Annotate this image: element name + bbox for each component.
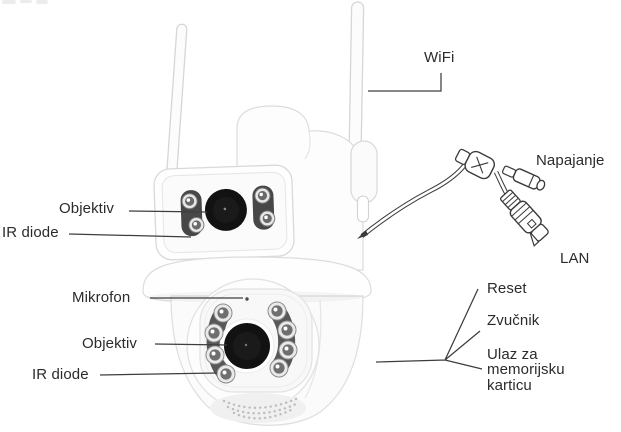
label-reset: Reset — [487, 280, 527, 297]
ptz-ball-camera — [186, 278, 320, 423]
label-ir-diode-bottom: IR diode — [32, 366, 89, 383]
top-ir-leds — [181, 187, 276, 233]
leader-lines — [68, 73, 483, 376]
leader-ir-diode-top — [68, 233, 192, 238]
top-lens — [204, 188, 247, 231]
leader-objektiv-bottom — [154, 343, 228, 346]
bottom-ir-leds — [204, 301, 298, 384]
body-slot — [356, 195, 370, 223]
lan-connector — [499, 189, 549, 247]
antenna-hinge — [350, 140, 378, 204]
label-wifi: WiFi — [424, 49, 455, 66]
label-ir-diode-top: IR diode — [2, 224, 59, 241]
leader-ir-diode-bottom — [99, 372, 218, 376]
label-lens-top: Objektiv — [59, 200, 114, 217]
leader-wifi — [368, 73, 442, 92]
label-microphone: Mikrofon — [72, 289, 131, 306]
label-lens-bottom: Objektiv — [82, 335, 137, 352]
pigtail-cable — [357, 148, 549, 247]
label-memory-card-slot: Ulaz za memorijsku karticu — [487, 346, 565, 394]
microphone-hole — [245, 297, 249, 301]
cable-splitter — [454, 148, 496, 180]
leader-right-cluster — [375, 288, 483, 370]
label-lan: LAN — [560, 250, 590, 267]
power-connector — [501, 165, 546, 191]
speaker-grill — [222, 396, 300, 420]
speaker-band — [210, 393, 306, 423]
leader-objektiv-top — [128, 210, 208, 213]
top-camera-module — [153, 164, 295, 261]
antenna-left — [165, 23, 188, 187]
bottom-lens — [219, 318, 275, 374]
label-speaker: Zvučnik — [487, 312, 540, 329]
cable-exit-tip — [357, 230, 368, 239]
label-power: Napajanje — [536, 152, 605, 169]
page-scan-artifact — [2, 0, 48, 4]
lan-clip — [529, 231, 540, 247]
